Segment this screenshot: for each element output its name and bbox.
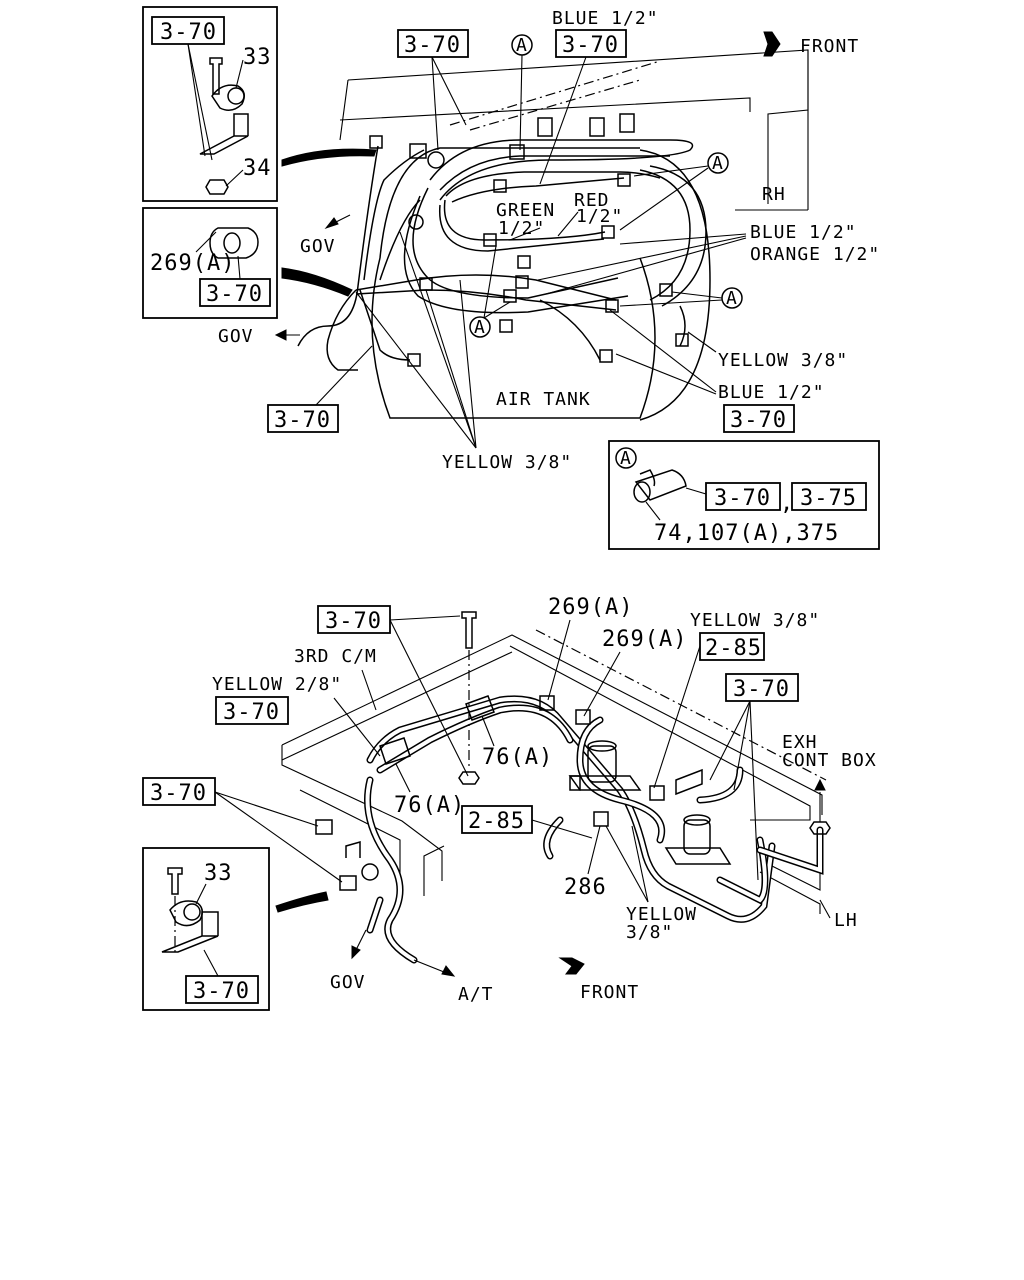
pipe-size-label: 1/2" <box>576 206 623 227</box>
at-label: A/T <box>458 984 494 1005</box>
ref-label: 3-75 <box>800 486 857 511</box>
clamp-icon <box>169 900 203 927</box>
connector-icon <box>649 785 665 801</box>
exh-label: CONT BOX <box>782 750 877 771</box>
rh-label: RH <box>762 184 786 205</box>
part-number: 76(A) <box>482 745 553 770</box>
ref-label: 3-70 <box>274 408 331 433</box>
connector-icon <box>539 695 555 711</box>
ref-label: 2-85 <box>468 809 525 834</box>
pipe-color-label: RED <box>574 190 610 211</box>
pipe-color-label: BLUE 1/2" <box>552 8 659 29</box>
pointer-arrow <box>281 267 353 297</box>
connector-icon <box>575 709 591 725</box>
callout-a: A <box>726 288 738 309</box>
ref-label: 3-70 <box>325 609 382 634</box>
separator: , <box>780 491 794 516</box>
pointer-arrow <box>275 891 329 913</box>
pipe-color-label: ORANGE 1/2" <box>750 244 880 265</box>
front-arrow-icon <box>558 957 585 975</box>
ref-label: 3-70 <box>562 33 619 58</box>
bottom-diagram: 3-70 3RD C/M YELLOW 2/8" 3-70 3-70 269(A… <box>142 595 877 1011</box>
pipe-color-label: BLUE 1/2" <box>718 382 825 403</box>
part-number: 33 <box>204 861 233 886</box>
top-diagram: 3-70 33 34 269(A) 3-70 <box>142 6 880 550</box>
callout-a: A <box>712 153 724 174</box>
callout-a: A <box>620 448 632 469</box>
pipe-color-label: GREEN <box>496 200 555 221</box>
inset-fitting-detail: A 3-70 , 3-75 74,107(A),375 <box>608 440 880 550</box>
callout-a: A <box>474 317 486 338</box>
callout-a-icon <box>469 316 491 338</box>
connector-icon <box>315 819 333 835</box>
pointer-arrow <box>281 148 377 167</box>
ref-label: 3-70 <box>223 700 280 725</box>
part-number: 34 <box>243 156 272 181</box>
ref-label: 2-85 <box>705 636 762 661</box>
bolt-icon <box>167 867 183 895</box>
part-number: 286 <box>564 875 607 900</box>
part-number: 76(A) <box>394 793 465 818</box>
part-number: 269(A) <box>150 251 235 276</box>
fitting-icon <box>634 469 687 501</box>
exh-label: EXH <box>782 732 818 753</box>
bolt-icon <box>461 611 477 649</box>
bolt-icon <box>209 57 223 95</box>
nut-icon <box>458 771 480 785</box>
gov-label: GOV <box>330 972 366 993</box>
pipe-color-label: YELLOW 2/8" <box>212 674 342 695</box>
pipe-size-label: 3/8" <box>626 922 673 943</box>
inset-connector-269a: 269(A) 3-70 <box>142 207 278 319</box>
frame-rail <box>347 49 809 204</box>
part-numbers: 74,107(A),375 <box>654 521 839 546</box>
frame-rail <box>281 634 823 815</box>
pipe-color-label: YELLOW 3/8" <box>442 452 572 473</box>
valve <box>568 740 642 791</box>
bottom-pipes <box>364 695 824 964</box>
front-arrow-icon <box>763 31 781 57</box>
bracket-icon <box>199 113 249 155</box>
ref-label: 3-70 <box>404 33 461 58</box>
pipe-color-label: YELLOW 3/8" <box>718 350 848 371</box>
part-number: 269(A) <box>602 627 687 652</box>
pipe-size-label: 1/2" <box>498 218 545 239</box>
pipe-color-label: BLUE 1/2" <box>750 222 857 243</box>
air-tank-label: AIR TANK <box>496 389 591 410</box>
ref-label: 3-70 <box>714 486 771 511</box>
connector-icon <box>339 875 357 891</box>
ref-label: 3-70 <box>206 282 263 307</box>
ref-label: 3-70 <box>160 20 217 45</box>
inset-bottom-clamp: 33 3-70 <box>142 847 270 1011</box>
clamp-icon <box>465 695 495 721</box>
part-number: 269(A) <box>548 595 633 620</box>
callout-a-icon <box>615 447 637 469</box>
connector-icon <box>593 811 609 827</box>
callout-a-icon <box>707 152 729 174</box>
nut-icon <box>809 821 831 835</box>
pipe-color-label: YELLOW <box>626 904 697 925</box>
part-number: 33 <box>243 45 272 70</box>
lh-label: LH <box>834 910 858 931</box>
valve <box>664 814 732 865</box>
crossmember-label: 3RD C/M <box>294 646 377 667</box>
nut-icon <box>205 179 229 195</box>
pipe-color-label: YELLOW 3/8" <box>690 610 820 631</box>
front-label: FRONT <box>580 982 639 1003</box>
ref-label: 3-70 <box>193 979 250 1004</box>
inset-clamp-detail: 3-70 33 34 <box>142 6 278 202</box>
gov-label: GOV <box>218 326 254 347</box>
air-tank: AIR TANK <box>371 147 711 421</box>
gov-label: GOV <box>300 236 336 257</box>
bracket-icon <box>161 911 219 953</box>
clamp-icon <box>379 737 411 765</box>
ref-label: 3-70 <box>730 408 787 433</box>
ref-label: 3-70 <box>733 677 790 702</box>
callout-a: A <box>516 35 528 56</box>
ref-label: 3-70 <box>150 781 207 806</box>
front-label: FRONT <box>800 36 859 57</box>
